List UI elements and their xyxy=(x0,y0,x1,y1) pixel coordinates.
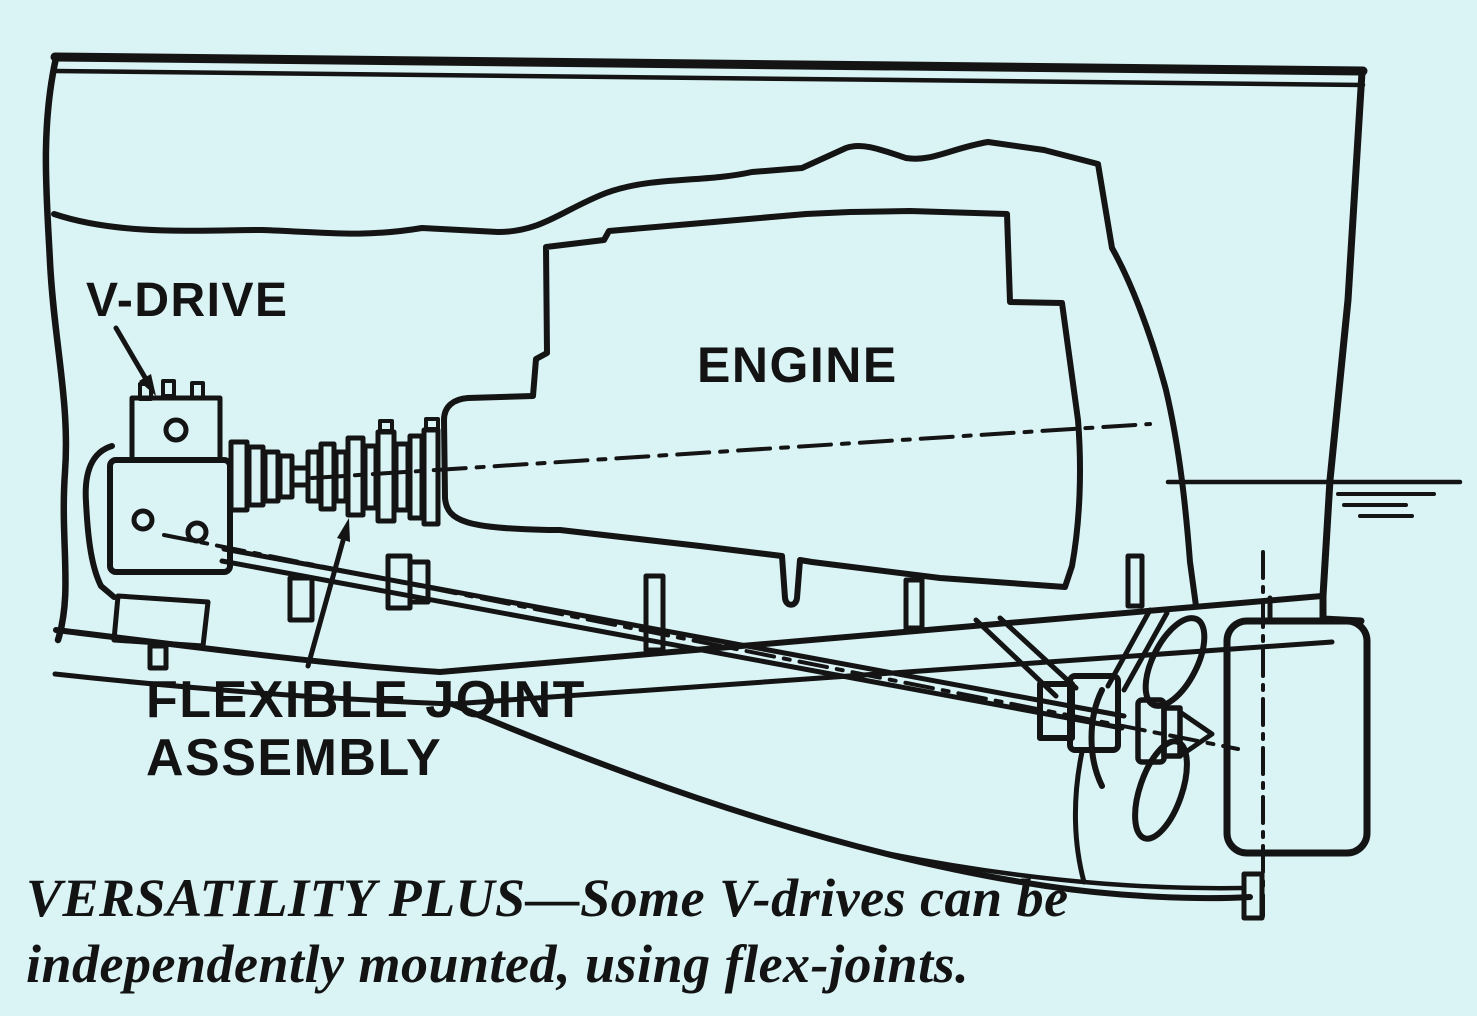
propeller-blade-upper xyxy=(1142,615,1208,709)
caption-line-1: VERSATILITY PLUS—Some V-drives can be xyxy=(26,868,1069,928)
coupling-bolt-2 xyxy=(424,417,440,431)
coupling-bolt-1 xyxy=(378,419,394,433)
v-drive-unit xyxy=(82,379,311,671)
caption: VERSATILITY PLUS—Some V-drives can be in… xyxy=(26,868,1069,994)
keel-line-inner xyxy=(877,849,1247,891)
shaft-flange-2 xyxy=(407,559,431,605)
v-drive-stud-3 xyxy=(190,381,205,400)
engine-axis-centerline xyxy=(310,422,1152,480)
caption-line-2: independently mounted, using flex-joints… xyxy=(26,934,969,994)
propeller xyxy=(1088,615,1215,842)
hull-bottom-outer xyxy=(52,639,1335,707)
deadwood-edge-aft xyxy=(997,615,1079,691)
rudder-heel-fitting xyxy=(1241,871,1265,921)
v-drive-inspection-port xyxy=(163,417,189,443)
rudder xyxy=(1223,550,1371,921)
engine-mount-post-front xyxy=(643,573,666,653)
propeller-cone xyxy=(1177,709,1215,759)
keel-line xyxy=(449,701,1253,902)
flexible-joint-label-line2: ASSEMBLY xyxy=(146,729,442,787)
cabin-sole-line xyxy=(51,139,1199,609)
engine-outline xyxy=(441,208,1083,608)
strut-leg-aft xyxy=(1121,610,1170,693)
v-drive-foot xyxy=(111,593,211,649)
v-drive-bolt-1 xyxy=(131,508,155,532)
shaft-centerline xyxy=(162,533,1240,751)
v-drive-output-cone xyxy=(228,439,311,513)
v-drive-label: V-DRIVE xyxy=(86,274,289,327)
waterline xyxy=(1165,479,1463,518)
deck-line-outer xyxy=(50,52,1368,76)
engine-mount-post-mid xyxy=(903,577,925,631)
engine-block xyxy=(310,208,1152,653)
flexible-joint-arrow xyxy=(305,527,349,669)
rudder-blade xyxy=(1223,617,1371,857)
flexible-joint-label-line1: FLEXIBLE JOINT xyxy=(146,671,586,729)
v-drive-top-housing xyxy=(129,395,223,463)
deadwood-aperture-edge xyxy=(1072,749,1087,885)
deck-line-inner xyxy=(52,68,1366,88)
transom-line xyxy=(1319,68,1366,625)
propeller-blade-rear xyxy=(1088,687,1105,789)
flexible-joint-coupling xyxy=(305,417,441,527)
engine-mount-post-aft xyxy=(1125,553,1145,609)
propeller-shaft xyxy=(162,533,1240,753)
v-drive-stud-2 xyxy=(161,379,176,398)
flexible-joint-arrowhead xyxy=(337,518,350,542)
v-drive-arrow xyxy=(113,325,153,389)
engine-label: ENGINE xyxy=(697,337,898,393)
v-drive-gear-case xyxy=(107,457,233,575)
v-drive-bolt-2 xyxy=(185,520,209,544)
shaft-line-lower xyxy=(219,558,1125,731)
bow-edge xyxy=(42,54,70,644)
shaft-hanger-bracket xyxy=(287,575,315,623)
v-drive-arrowhead xyxy=(139,374,156,396)
annotations: V-DRIVE ENGINE FLEXIBLE JOINT ASSEMBLY xyxy=(86,274,898,787)
v-drive-bracket xyxy=(82,443,117,600)
v-drive-foot-leg xyxy=(147,643,169,671)
